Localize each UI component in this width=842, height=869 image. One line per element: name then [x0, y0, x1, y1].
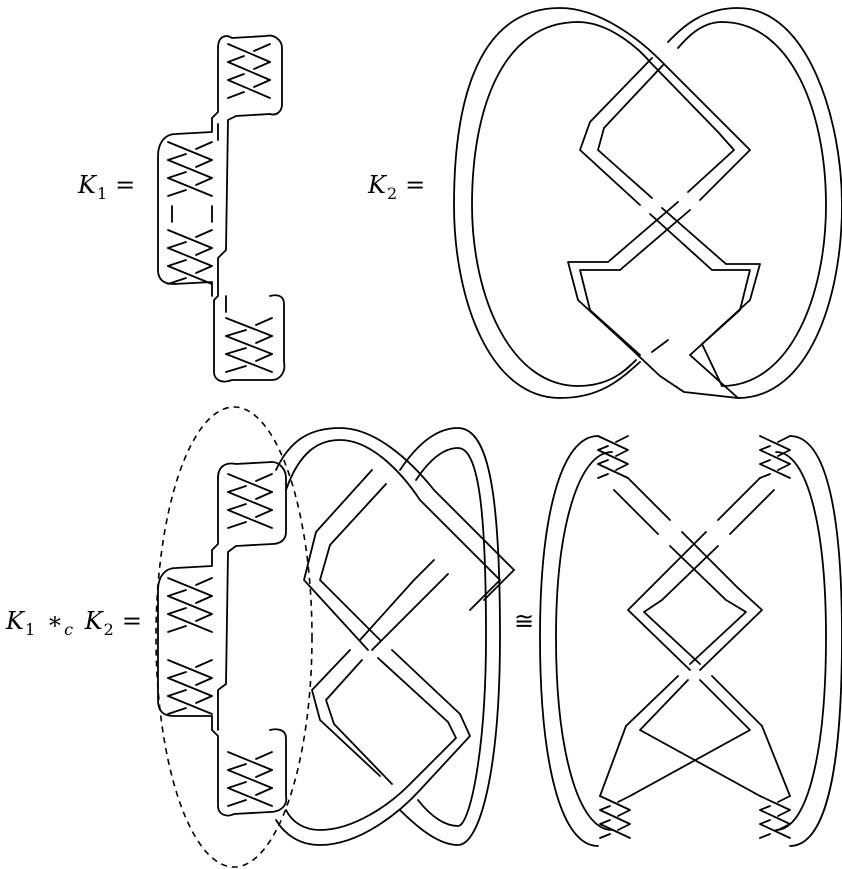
k1-label: K1= — [78, 171, 136, 203]
k1-knot-diagram — [157, 34, 286, 383]
connected-sum-label: K1 ∗c K2= — [6, 607, 142, 639]
dashed-ellipse — [155, 406, 313, 868]
equivalent-diagram — [539, 435, 842, 847]
isomorphism-symbol: ≅ — [514, 607, 535, 635]
k2-label: K2= — [368, 171, 426, 203]
k2-knot-diagram — [453, 7, 842, 399]
connected-sum-diagram — [155, 406, 515, 868]
